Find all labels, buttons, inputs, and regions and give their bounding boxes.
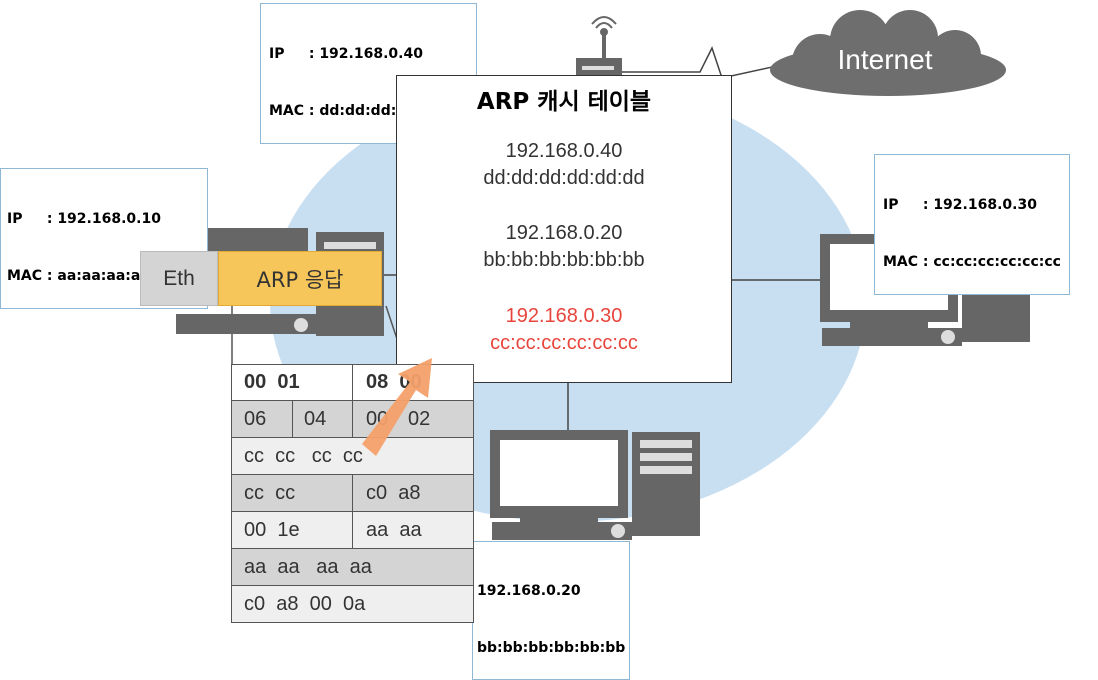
packet-cell: 04 — [304, 407, 327, 430]
packet-row: cc cc cc cc — [231, 438, 474, 475]
cache-entry-ip: 192.168.0.20 — [505, 222, 623, 244]
arp-cache-table: ARP 캐시 테이블 192.168.0.40 dd:dd:dd:dd:dd:d… — [396, 75, 732, 383]
packet-cell: 00 1e — [244, 518, 300, 541]
packet-row: aa aa aa aa — [231, 549, 474, 586]
internet-link — [622, 46, 796, 79]
router-ip: IP : 192.168.0.40 — [269, 46, 423, 62]
packet-row: 00 01 08 00 — [231, 364, 474, 401]
arrow-up-right-icon — [362, 358, 432, 456]
cache-entry-mac: cc:cc:cc:cc:cc:cc — [490, 332, 638, 354]
right-host-ip: IP : 192.168.0.30 — [883, 197, 1037, 213]
computer-bottom-icon — [490, 430, 700, 540]
cache-entry-mac: bb:bb:bb:bb:bb:bb — [483, 249, 645, 271]
packet-row: c0 a8 00 0a — [231, 586, 474, 623]
bottom-host-info-box: 192.168.0.20 bb:bb:bb:bb:bb:bb — [472, 541, 631, 680]
packet-row: 00 1e aa aa — [231, 512, 474, 549]
packet-row: cc cc c0 a8 — [231, 475, 474, 512]
arp-reply-payload: ARP 응답 — [218, 251, 382, 306]
packet-cell: 06 — [244, 407, 267, 430]
update-arrow — [362, 358, 432, 456]
left-host-ip: IP : 192.168.0.10 — [7, 211, 161, 227]
packet-cell: cc cc cc cc — [244, 444, 363, 467]
packet-cell: 02 — [408, 407, 431, 430]
packet-cell: c0 a8 00 0a — [244, 592, 366, 615]
arp-packet-table: 00 01 08 00 06 04 00 02 cc cc cc cc cc c… — [231, 364, 474, 623]
packet-cell: cc cc — [244, 481, 296, 504]
packet-cell: 00 01 — [244, 371, 300, 393]
cache-entry-ip: 192.168.0.30 — [505, 305, 623, 327]
packet-cell: aa aa aa aa — [244, 555, 372, 578]
packet-cell: aa aa — [366, 518, 422, 541]
packet-cell: c0 a8 — [366, 481, 421, 504]
cache-title: ARP 캐시 테이블 — [476, 89, 652, 115]
right-host-info-box: IP : 192.168.0.30 MAC : cc:cc:cc:cc:cc:c… — [874, 154, 1070, 295]
packet-row: 06 04 00 02 — [231, 401, 474, 438]
cache-entry-mac: dd:dd:dd:dd:dd:dd — [483, 167, 645, 189]
right-host-mac: MAC : cc:cc:cc:cc:cc:cc — [883, 254, 1061, 270]
bottom-host-ip: 192.168.0.20 — [477, 583, 581, 599]
cache-entry-new: 192.168.0.30 cc:cc:cc:cc:cc:cc — [397, 303, 731, 357]
router-icon — [576, 16, 622, 80]
cache-entry: 192.168.0.20 bb:bb:bb:bb:bb:bb — [397, 220, 731, 274]
cache-entry: 192.168.0.40 dd:dd:dd:dd:dd:dd — [397, 138, 731, 192]
cache-entry-ip: 192.168.0.40 — [505, 140, 623, 162]
internet-label: Internet — [837, 44, 933, 75]
cloud-icon — [770, 10, 1006, 96]
eth-header: Eth — [140, 251, 218, 306]
